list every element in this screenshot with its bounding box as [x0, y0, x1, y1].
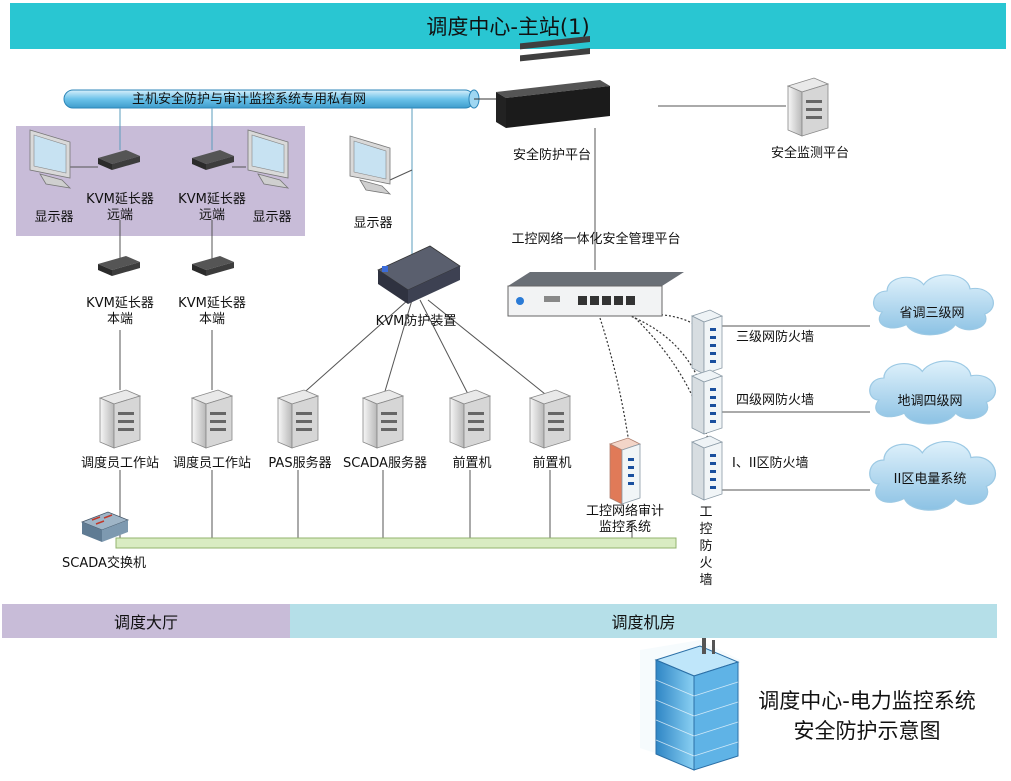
firewall-label-2: 四级网防火墙 — [736, 393, 815, 408]
scada-switch-device — [80, 511, 130, 542]
kvm-guard-device — [377, 245, 461, 304]
scada-switch-label: SCADA交换机 — [62, 556, 146, 571]
kvm-local-label-1: KVM延长器本端 — [86, 296, 154, 327]
zone-dispatch-hall: 调度大厅 — [2, 604, 290, 638]
building-illustration — [640, 632, 740, 771]
display-label-1: 显示器 — [34, 210, 74, 225]
firewall-label-1: 三级网防火墙 — [736, 330, 815, 345]
zone-dispatch-room: 调度机房 — [290, 604, 997, 638]
server-label-6: 前置机 — [532, 456, 572, 471]
cloud-label-3: II区电量系统 — [893, 472, 967, 487]
caption-line-2: 安全防护示意图 — [793, 719, 941, 743]
ics-mgmt-switch — [507, 272, 684, 317]
page-title: 调度中心-主站(1) — [10, 3, 1006, 49]
kvm-remote-label-2: KVM延长器远端 — [178, 192, 246, 223]
cloud-label-2: 地调四级网 — [897, 394, 963, 409]
security-platform-device — [496, 35, 610, 128]
monitor-platform-label: 安全监测平台 — [770, 146, 850, 161]
kvm-local-label-2: KVM延长器本端 — [178, 296, 246, 327]
kvm-remote-label-1: KVM延长器远端 — [86, 192, 154, 223]
server-label-3: PAS服务器 — [268, 456, 332, 471]
ics-firewall-vertical-label: 工控防火墙 — [699, 505, 713, 588]
server-label-2: 调度员工作站 — [172, 456, 252, 471]
diagram-caption: 调度中心-电力监控系统 安全防护示意图 — [722, 686, 1011, 746]
ics-mgmt-platform-label: 工控网络一体化安全管理平台 — [511, 232, 681, 247]
private-network-label: 主机安全防护与审计监控系统专用私有网 — [132, 92, 367, 107]
firewall-label-3: I、II区防火墙 — [732, 456, 809, 471]
caption-line-1: 调度中心-电力监控系统 — [758, 689, 976, 713]
display-label-2: 显示器 — [252, 210, 292, 225]
kvm-guard-label: KVM防护装置 — [375, 314, 457, 329]
security-platform-label: 安全防护平台 — [512, 148, 592, 163]
audit-system-device — [608, 437, 642, 505]
server-label-5: 前置机 — [452, 456, 492, 471]
cloud-label-1: 省调三级网 — [899, 306, 965, 321]
server-label-4: SCADA服务器 — [343, 456, 427, 471]
display-label-3: 显示器 — [353, 216, 393, 231]
server-label-1: 调度员工作站 — [80, 456, 160, 471]
audit-system-label: 工控网络审计监控系统 — [585, 504, 665, 535]
